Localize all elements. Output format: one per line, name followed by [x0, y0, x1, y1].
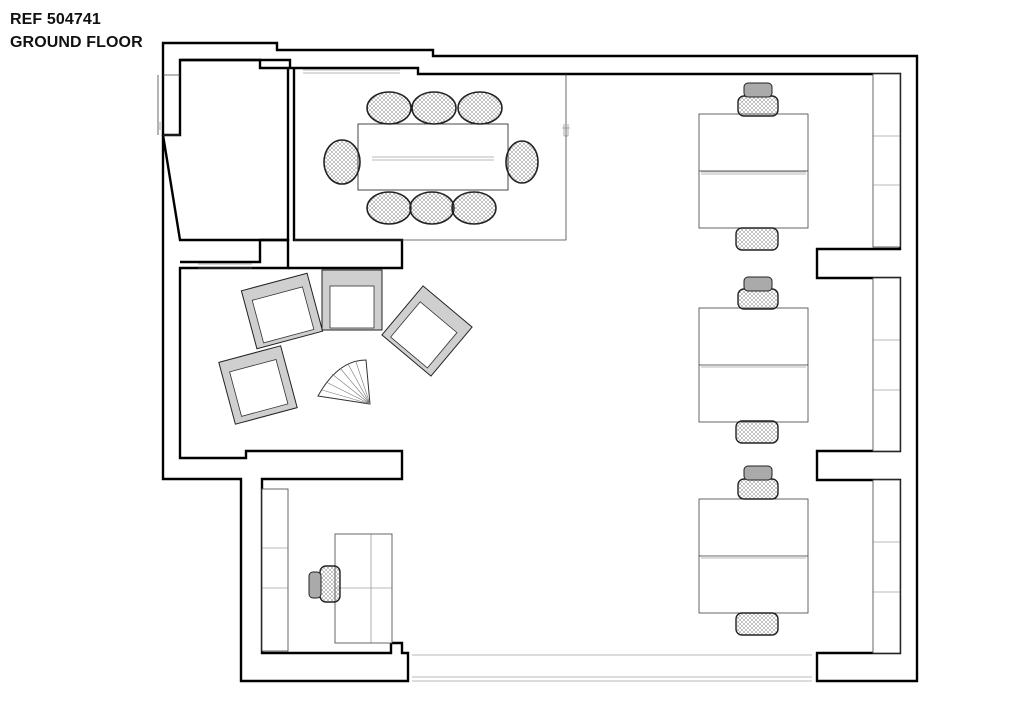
desk-cluster-1: [698, 82, 809, 251]
office-desk: [308, 533, 393, 644]
plan-header: REF 504741 GROUND FLOOR: [10, 8, 143, 54]
meeting-room-furniture: [323, 91, 539, 225]
lounge-furniture: [218, 269, 473, 425]
desk-clusters: [698, 82, 809, 636]
storage-cabinets: [261, 73, 901, 654]
interior-partitions: [180, 58, 812, 682]
desk-cluster-3: [698, 465, 809, 636]
armchair: [240, 272, 324, 350]
floor-label: GROUND FLOOR: [10, 34, 143, 51]
reference-number: REF 504741: [10, 11, 101, 28]
armchair: [218, 345, 298, 425]
desk-cluster-2: [698, 276, 809, 444]
fan-side-table: [317, 359, 371, 405]
armchair: [321, 269, 383, 331]
meeting-chairs: [323, 91, 539, 225]
armchair: [381, 285, 473, 377]
